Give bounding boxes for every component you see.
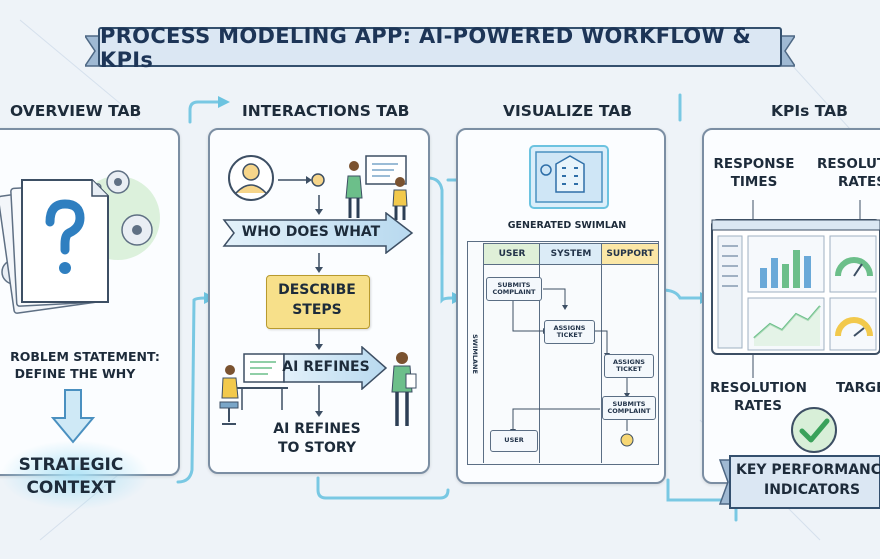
step4-line1: SUBMITS — [612, 399, 646, 408]
step-user[interactable]: USER — [490, 430, 538, 452]
step4-line2: COMPLAINT — [607, 407, 651, 415]
step3-line1: ASSIGNS — [613, 357, 645, 366]
step1-line1: SUBMITS — [497, 280, 531, 289]
step-assigns-ticket-2[interactable]: ASSIGNS TICKET — [604, 354, 654, 378]
resolution-rates-top-line2: RATES — [838, 174, 880, 190]
swimlane-side-label-col — [467, 262, 484, 463]
dashboard-monitor-icon — [711, 200, 880, 378]
strategic-context-glow — [0, 440, 150, 510]
page-title: PROCESS MODELING APP: AI-POWERED WORKFLO… — [100, 24, 752, 72]
target-label: TARGE — [836, 380, 880, 396]
down-arrow-icon — [50, 389, 96, 444]
kpi-title-line2: INDICATORS — [764, 482, 861, 498]
strategic-context-line2: CONTEXT — [26, 478, 116, 498]
lane-divider-1 — [539, 263, 540, 463]
tab-kpis-title[interactable]: KPIs TAB — [771, 102, 848, 120]
response-times-line2: TIMES — [730, 174, 778, 190]
step1-line2: COMPLAINT — [492, 288, 536, 296]
lane-system-label: SYSTEM — [550, 249, 592, 259]
describe-steps-sticky[interactable] — [266, 275, 370, 329]
kpi-title-line1: KEY PERFORMANC — [736, 462, 880, 478]
kpi-ribbon — [718, 455, 880, 509]
question-document-icon — [0, 170, 160, 314]
who-does-what-label: WHO DOES WHAT — [241, 224, 381, 240]
strategic-context-line1: STRATEGIC — [18, 455, 124, 475]
tab-visualize-title[interactable]: VISUALIZE TAB — [503, 102, 633, 120]
ai-refines-story-line2: TO STORY — [277, 440, 356, 456]
vertical-flow-line — [315, 195, 323, 417]
tab-interactions-title[interactable]: INTERACTIONS TAB — [242, 102, 410, 120]
step-assigns-ticket-1[interactable]: ASSIGNS TICKET — [544, 320, 595, 344]
describe-steps-line1: DESCRIBE — [278, 282, 356, 298]
banner-ribbon — [85, 27, 795, 67]
blueprint-building-icon — [529, 145, 609, 209]
checkmark-icon — [791, 407, 837, 453]
step-submits-complaint-2[interactable]: SUBMITS COMPLAINT — [602, 396, 656, 420]
presenter-people-icon — [345, 155, 408, 220]
step2-line2: TICKET — [556, 331, 583, 339]
lane-support-label: SUPPORT — [606, 249, 654, 259]
step5-label: USER — [504, 436, 524, 445]
team-member-icon — [391, 352, 417, 426]
ai-refines-arrow — [283, 346, 388, 390]
resolution-rates-line2: RATES — [734, 398, 782, 414]
lane-user-label: USER — [498, 249, 526, 259]
person-avatar-icon — [228, 155, 274, 201]
flow-connector-icon — [278, 173, 325, 187]
ai-refines-label: AI REFINES — [282, 359, 370, 375]
generated-swimlane-title: GENERATED SWIMLAN — [507, 220, 627, 231]
developer-desk-icon — [219, 353, 288, 425]
describe-steps-line2: STEPS — [292, 302, 342, 318]
problem-statement-line1: ROBLEM STATEMENT: — [10, 349, 160, 364]
lane-header-support: SUPPORT — [601, 243, 659, 265]
resolution-rates-line1: RESOLUTION — [710, 380, 807, 396]
resolution-rates-top-line1: RESOLUTI — [817, 156, 880, 172]
step-submits-complaint-1[interactable]: SUBMITS COMPLAINT — [486, 277, 542, 301]
who-does-what-arrow — [222, 212, 414, 254]
ai-refines-story-line1: AI REFINES — [273, 421, 361, 437]
tab-overview-title[interactable]: OVERVIEW TAB — [10, 102, 142, 120]
response-times-line1: RESPONSE — [713, 156, 795, 172]
step2-line1: ASSIGNS — [553, 323, 586, 332]
problem-statement-line2: DEFINE THE WHY — [14, 366, 136, 381]
lane-divider-2 — [601, 263, 602, 463]
step3-line2: TICKET — [616, 365, 642, 373]
